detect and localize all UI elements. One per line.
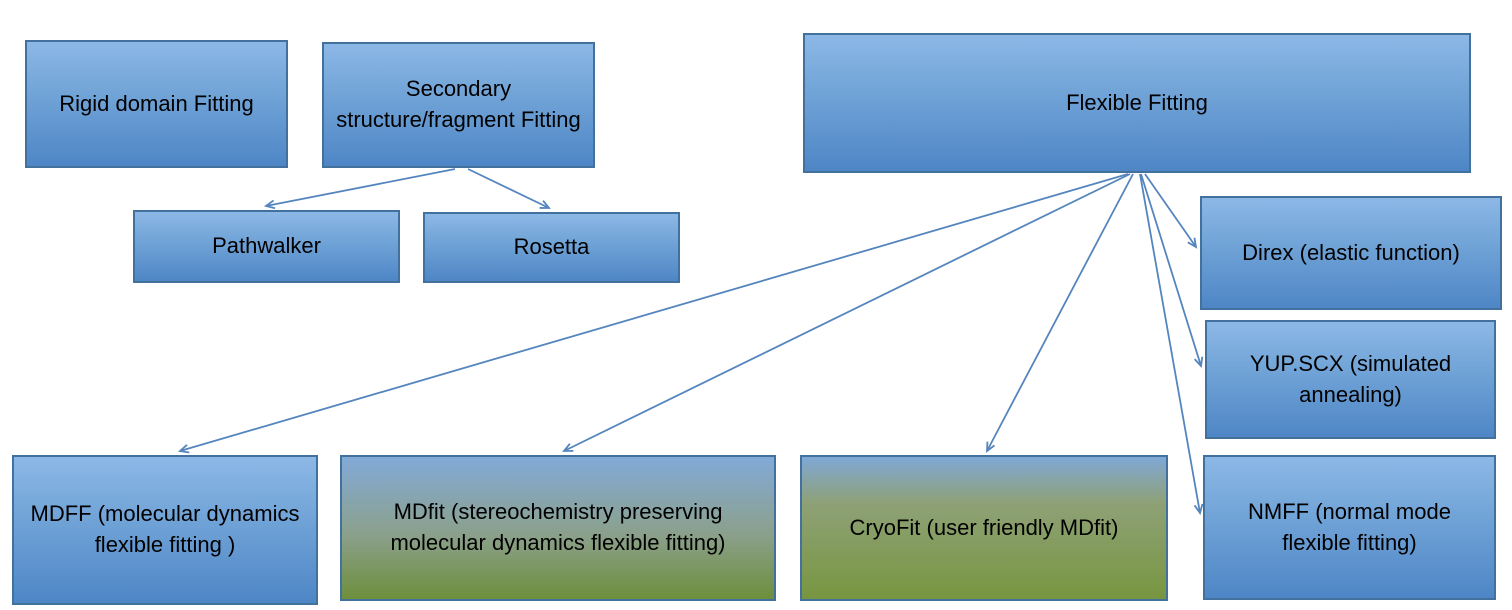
- node-label: Flexible Fitting: [1066, 89, 1208, 115]
- node-direx: Direx (elastic function): [1200, 196, 1502, 310]
- node-label: Secondary structure/fragment Fitting: [336, 76, 581, 132]
- connector-secondary-to-rosetta: [467, 168, 551, 209]
- node-label: CryoFit (user friendly MDfit): [849, 514, 1119, 540]
- node-label: MDfit (stereochemistry preserving molecu…: [390, 499, 726, 555]
- node-rosetta: Rosetta: [423, 212, 680, 283]
- node-secondary-structure-fragment-fitting: Secondary structure/fragment Fitting: [322, 42, 595, 168]
- node-pathwalker: Pathwalker: [133, 210, 400, 283]
- node-label: Rosetta: [513, 234, 590, 260]
- node-rigid-domain-fitting: Rigid domain Fitting: [25, 40, 288, 168]
- connector-flexible-to-direx: [1144, 173, 1198, 249]
- node-label: MDFF (molecular dynamics flexible fittin…: [30, 501, 300, 557]
- node-nmff: NMFF (normal mode flexible fitting): [1203, 455, 1496, 600]
- connector-flexible-to-cryofit: [986, 173, 1134, 453]
- node-cryofit: CryoFit (user friendly MDfit): [800, 455, 1168, 601]
- connector-secondary-to-pathwalker: [263, 168, 456, 210]
- node-mdff: MDFF (molecular dynamics flexible fittin…: [12, 455, 318, 605]
- node-label: YUP.SCX (simulated annealing): [1249, 350, 1452, 407]
- node-label: Rigid domain Fitting: [59, 90, 254, 116]
- node-yupscx: YUP.SCX (simulated annealing): [1205, 320, 1496, 439]
- node-mdfit: MDfit (stereochemistry preserving molecu…: [340, 455, 776, 601]
- node-label: NMFF (normal mode flexible fitting): [1248, 498, 1451, 555]
- node-label: Pathwalker: [212, 233, 321, 259]
- node-label: Direx (elastic function): [1242, 239, 1460, 265]
- node-flexible-fitting: Flexible Fitting: [803, 33, 1471, 173]
- connector-flexible-to-yupscx: [1140, 173, 1204, 369]
